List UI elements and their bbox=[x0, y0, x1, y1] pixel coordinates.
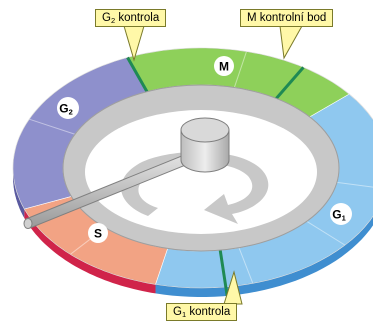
callout-g1-letter: G bbox=[173, 306, 182, 318]
phase-label-s: S bbox=[88, 223, 108, 243]
callout-pointer-m bbox=[280, 26, 302, 58]
callout-g1-checkpoint: G1 kontrola bbox=[166, 303, 237, 321]
callout-g2-letter: G bbox=[102, 12, 111, 24]
phase-label-g1-sub: 1 bbox=[342, 214, 346, 223]
phase-label-g2-letter: G bbox=[59, 102, 68, 116]
phase-label-s-text: S bbox=[94, 227, 102, 241]
phase-label-g2: G2 bbox=[57, 97, 79, 119]
phase-label-g1-letter: G bbox=[332, 208, 341, 222]
callout-m-checkpoint: M kontrolní bod bbox=[240, 9, 333, 27]
callout-m-label: M kontrolní bod bbox=[247, 12, 326, 24]
callout-g1-rest: kontrola bbox=[186, 306, 230, 318]
callout-g2-rest: kontrola bbox=[115, 12, 159, 24]
phase-label-m: M bbox=[214, 56, 234, 76]
phase-label-g1: G1 bbox=[330, 203, 352, 225]
knob bbox=[181, 118, 229, 172]
phase-label-m-text: M bbox=[219, 60, 229, 74]
phase-label-g2-sub: 2 bbox=[69, 108, 73, 117]
callout-g2-checkpoint: G2 kontrola bbox=[95, 9, 166, 27]
